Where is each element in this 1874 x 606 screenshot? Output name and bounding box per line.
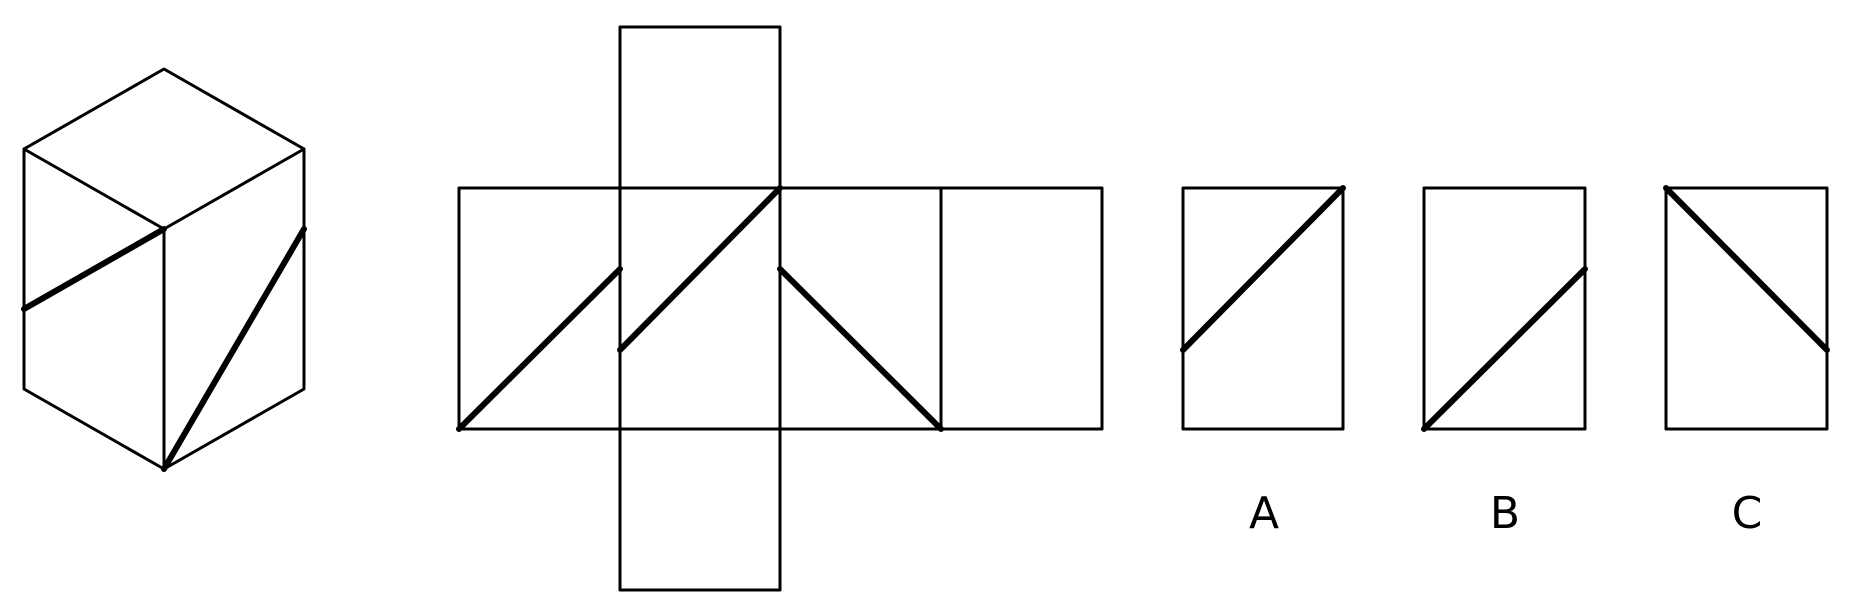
option-b-line xyxy=(1421,266,1588,432)
net-face-3 xyxy=(778,186,943,431)
net-face-2-line xyxy=(617,185,783,353)
net-face-top xyxy=(618,25,782,190)
option-c-line xyxy=(1663,185,1830,353)
option-b-face xyxy=(1422,186,1587,431)
option-a-label: A xyxy=(1249,488,1279,539)
net-face-3-line xyxy=(777,266,944,432)
prism-top-left-inner-edge xyxy=(22,147,166,231)
prism-right-face-line xyxy=(161,226,307,472)
net-face-1 xyxy=(457,186,622,431)
option-a-line xyxy=(1180,185,1346,353)
option-c[interactable]: C xyxy=(1663,185,1830,539)
net-face-4 xyxy=(939,186,1104,431)
option-c-face xyxy=(1664,186,1829,431)
net-face-bottom xyxy=(618,427,782,592)
option-a[interactable]: A xyxy=(1180,185,1346,539)
prism-left-face-line xyxy=(21,226,167,312)
prism-3d-view xyxy=(21,67,307,472)
option-c-label: C xyxy=(1732,488,1763,539)
net-face-1-line xyxy=(456,266,623,432)
option-a-face xyxy=(1181,186,1345,431)
option-b[interactable]: B xyxy=(1421,186,1588,539)
option-b-label: B xyxy=(1490,488,1520,539)
prism-top-right-inner-edge xyxy=(162,147,306,231)
prism-net xyxy=(456,25,1104,592)
net-face-2 xyxy=(618,186,782,431)
